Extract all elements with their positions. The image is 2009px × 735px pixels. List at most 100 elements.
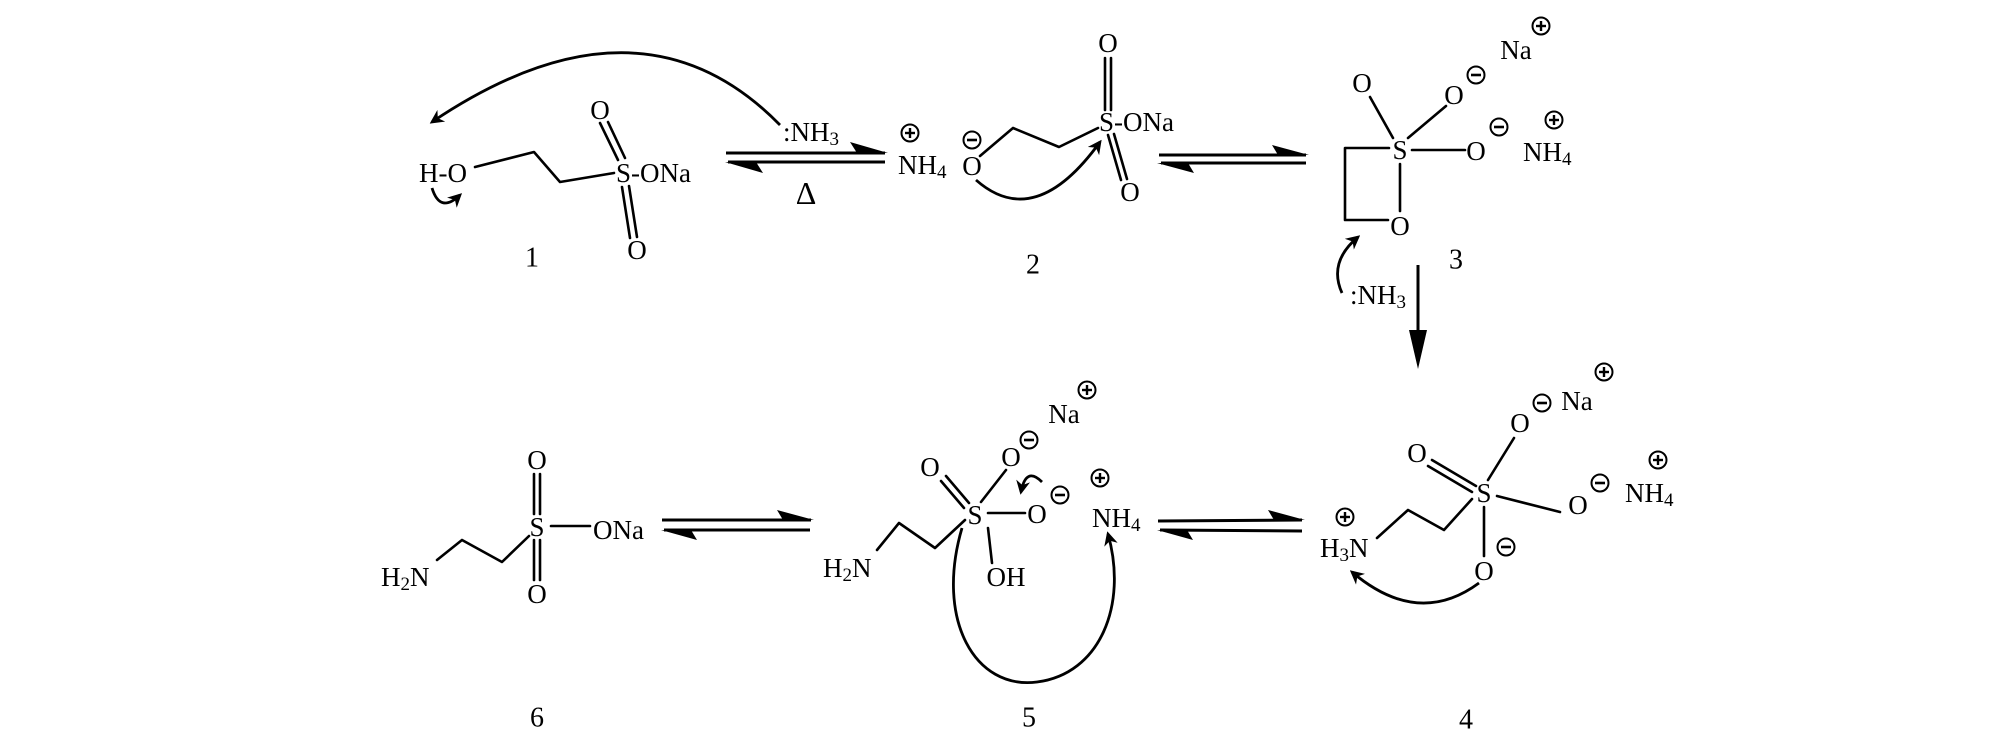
sodium: Na	[1561, 386, 1592, 416]
oxygen-top-right: O	[1444, 80, 1464, 110]
curved-arrow-icon	[1016, 474, 1043, 495]
subscript: 3	[1340, 545, 1350, 566]
negative-charge-icon	[962, 130, 982, 150]
negative-charge-icon	[1050, 485, 1070, 505]
oxygen-bottom: O	[1474, 556, 1494, 586]
reagent-ammonia: :NH3	[1350, 280, 1406, 313]
compound-4: H3N S O O Na O NH4 O 4	[1320, 362, 1674, 735]
bond	[1486, 436, 1516, 482]
bond	[986, 526, 994, 565]
sodium: Na	[1500, 35, 1531, 65]
arrowhead-icon	[1157, 163, 1194, 173]
negative-charge-icon	[1532, 393, 1552, 413]
curved-arrow-icon	[430, 187, 463, 208]
hydrogen: H	[381, 562, 401, 592]
bond	[979, 468, 1008, 504]
positive-charge-icon	[1544, 110, 1564, 130]
ring-bond	[1343, 146, 1391, 222]
ammonium: NH4	[1523, 137, 1572, 170]
ammonium: NH4	[1625, 478, 1674, 511]
sodium-oxide: ONa	[593, 515, 644, 545]
subscript: 3	[1397, 292, 1407, 313]
subscript: 4	[1664, 490, 1674, 511]
oxygen-bottom: O	[1120, 177, 1140, 207]
bond-double-4	[1112, 132, 1129, 181]
compound-label-5: 5	[1022, 703, 1036, 734]
oxygen-top-left: O	[1352, 68, 1372, 98]
curved-arrow-icon	[975, 139, 1102, 201]
oxygen-right: O	[1568, 490, 1588, 520]
positive-charge-icon	[1090, 468, 1110, 488]
curved-arrow-icon	[1349, 570, 1480, 605]
sulfonate-group: S-ONa	[1099, 107, 1174, 137]
hydroxyl-group: OH	[987, 562, 1026, 592]
arrowhead-icon	[1157, 530, 1193, 540]
equilibrium-3	[661, 510, 814, 540]
bond-double-3	[620, 185, 632, 240]
ammonium-text: NH	[1092, 503, 1131, 533]
reagent-ammonia: :NH3	[783, 117, 839, 150]
bond-double-2	[606, 120, 627, 160]
sulfur: S	[967, 500, 982, 530]
compound-label-6: 6	[530, 703, 544, 734]
arrowhead-icon	[661, 530, 697, 540]
ammonium-group: H3N	[1320, 533, 1369, 566]
ammonium-text: NH	[1625, 478, 1664, 508]
oxygen-top-left: O	[920, 452, 940, 482]
nitrogen: N	[1349, 533, 1369, 563]
oxygen-top: O	[590, 95, 610, 125]
subscript: 4	[937, 162, 947, 183]
equilibrium-2	[1157, 145, 1309, 173]
arrowhead-icon	[725, 162, 763, 173]
hydrogen: H	[823, 553, 843, 583]
amine-group: H2N	[823, 553, 872, 586]
oxygen-top: O	[527, 445, 547, 475]
subscript: 2	[401, 574, 411, 595]
nitrogen: N	[852, 553, 872, 583]
curved-arrow-icon	[429, 51, 781, 126]
equilibrium-1: :NH3 Δ	[725, 117, 888, 211]
positive-charge-icon	[1648, 450, 1668, 470]
oxygen-bottom: O	[527, 579, 547, 609]
bond	[1368, 95, 1395, 140]
amine-group: H2N	[381, 562, 430, 595]
compound-2: NH4 O S-ONa O O 2	[898, 28, 1174, 281]
positive-charge-icon	[1077, 380, 1097, 400]
sodium: Na	[1048, 399, 1079, 429]
oxygen-top-left: O	[1407, 438, 1427, 468]
sulfonate-group: S-ONa	[616, 158, 691, 188]
compound-5: H2N S O O Na O OH NH4 5	[823, 380, 1141, 734]
alkoxide-oxygen: O	[962, 151, 982, 181]
subscript: 4	[1131, 515, 1141, 536]
oxygen-bottom: O	[627, 235, 647, 265]
arrowhead-icon	[777, 510, 814, 520]
heat-symbol: Δ	[796, 175, 817, 211]
negative-charge-icon	[1466, 65, 1486, 85]
compound-6: H2N S ONa O O 6	[381, 445, 644, 734]
ammonium-text: NH	[1523, 137, 1562, 167]
reagent-text: :NH	[783, 117, 830, 147]
subscript: 3	[830, 129, 840, 150]
ammonium: NH4	[898, 150, 947, 183]
compound-1: H-O S-ONa O O 1	[419, 51, 781, 274]
negative-charge-icon	[1496, 537, 1516, 557]
compound-label-4: 4	[1459, 705, 1473, 735]
positive-charge-icon	[1531, 16, 1551, 36]
bond-chain	[435, 534, 531, 564]
positive-charge-icon	[1594, 362, 1614, 382]
compound-label-2: 2	[1026, 250, 1040, 281]
negative-charge-icon	[1489, 117, 1509, 137]
hydroxyl-group: H-O	[419, 158, 467, 188]
compound-3: S O O Na O NH4 O 3 :NH3	[1336, 16, 1572, 369]
equilibrium-4	[1157, 510, 1305, 540]
nitrogen: N	[410, 562, 430, 592]
bond-chain	[875, 518, 967, 552]
bond-double-1	[598, 121, 620, 162]
curved-arrow-icon	[1336, 235, 1361, 294]
positive-charge-icon	[1335, 507, 1355, 527]
bond-double-3	[1106, 133, 1123, 182]
ammonium: NH4	[1092, 503, 1141, 536]
curved-arrow-icon	[952, 527, 1118, 684]
bond-double-2	[1430, 458, 1478, 488]
